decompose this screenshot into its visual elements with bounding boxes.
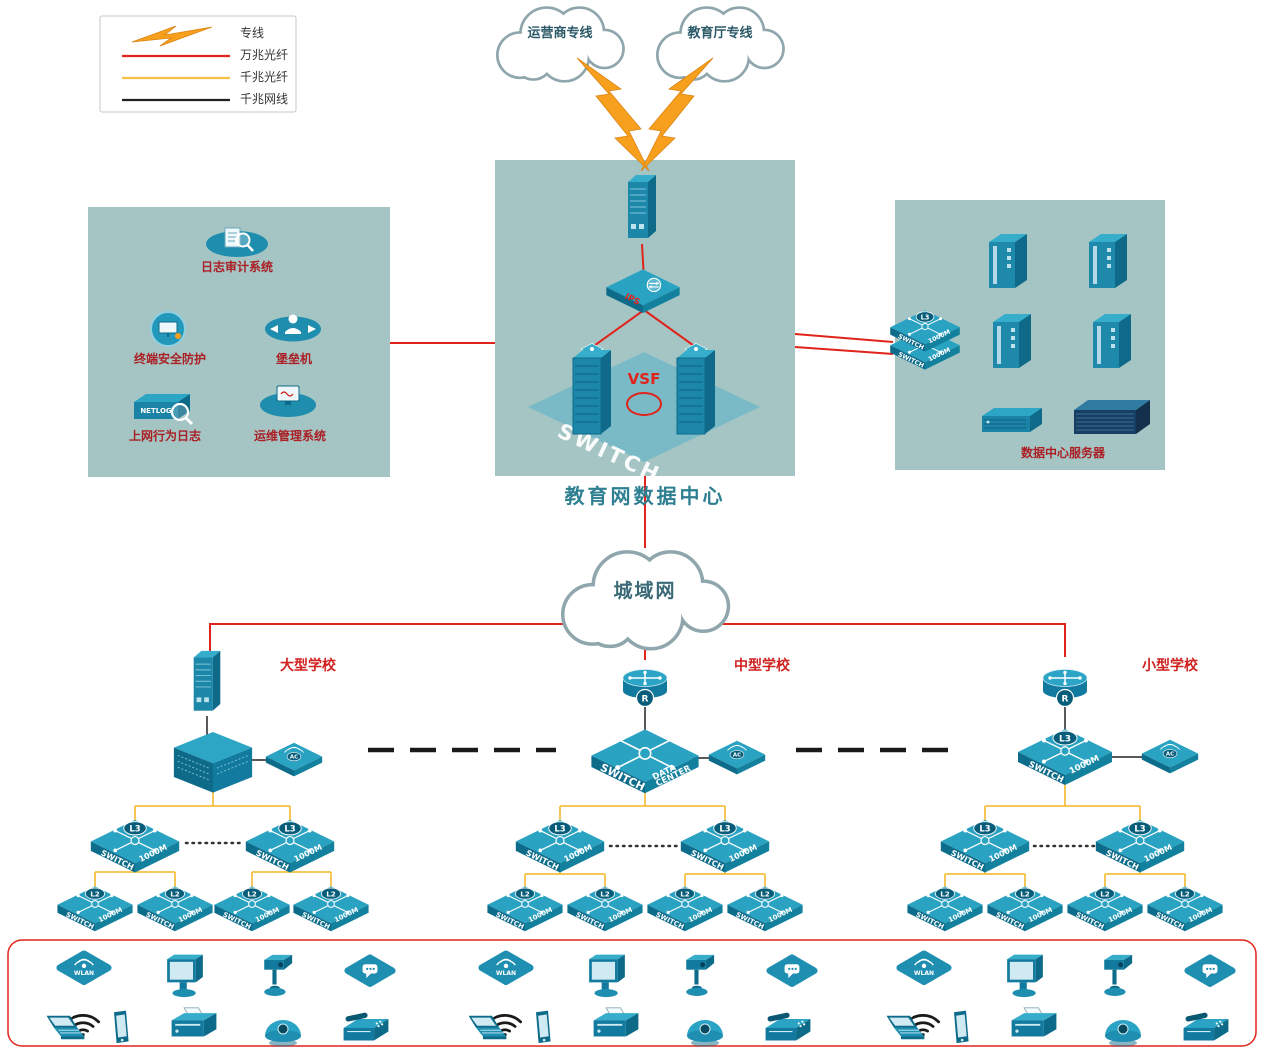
l2-switch (1066, 885, 1144, 932)
l2-switch (136, 885, 214, 932)
ops-management-icon (260, 385, 316, 417)
edu-cloud-label: 教育厅专线 (687, 26, 753, 41)
bastion-host-icon (265, 314, 321, 342)
legend-label-10g: 万兆光纤 (240, 48, 289, 62)
endpoint-protection-icon (150, 311, 186, 347)
l2-switch (646, 885, 724, 932)
server-zone-label: 数据中心服务器 (1020, 446, 1105, 460)
vsf-label: VSF (628, 370, 661, 388)
large-school-core (173, 731, 253, 794)
netlog-label: 上网行为日志 (128, 429, 201, 443)
lightning-edu (640, 57, 714, 172)
l3-ellipsis-dots (184, 841, 1096, 848)
l2-switch (292, 885, 370, 932)
rack-device (981, 407, 1043, 433)
large-school-ac (265, 742, 323, 777)
netlog-icon: NETLOG (134, 394, 194, 426)
server-cabinet (1089, 234, 1127, 288)
small-school-label: 小型学校 (1142, 658, 1198, 674)
log-audit-icon (206, 227, 268, 257)
firewall-gateway (627, 174, 657, 239)
legend-lightning-icon (131, 25, 213, 47)
l2-switch (486, 885, 564, 932)
edu-cloud (659, 9, 783, 80)
l3-switch (245, 819, 335, 874)
medium-school-core (590, 728, 700, 795)
ops-label: 运维管理系统 (253, 429, 326, 443)
isp-cloud (499, 9, 623, 80)
small-school-core (1017, 728, 1113, 786)
legend-label-1g-fiber: 千兆光纤 (240, 70, 289, 84)
l3-switch (515, 819, 605, 874)
server-cabinet (989, 234, 1027, 288)
core-rack (1073, 399, 1151, 435)
small-school-ac (1141, 739, 1199, 774)
legend-label-1g-cable: 千兆网线 (240, 92, 289, 106)
core-server-1 (572, 343, 612, 435)
log-audit-label: 日志审计系统 (200, 260, 273, 274)
l2-switch (1146, 885, 1224, 932)
l2-switch (986, 885, 1064, 932)
l2-switch (213, 885, 291, 932)
large-school-gateway (193, 650, 221, 712)
l2-switch (726, 885, 804, 932)
l3-switch (90, 819, 180, 874)
core-server-2 (676, 343, 716, 435)
lightning-isp (576, 57, 650, 172)
l3-switch (680, 819, 770, 874)
small-school-router (1042, 668, 1088, 708)
server-cabinet (1093, 314, 1131, 368)
legend-label-dedicated: 专线 (240, 26, 265, 40)
medium-school-ac (708, 740, 766, 775)
medium-school-router (622, 668, 668, 708)
medium-school-label: 中型学校 (734, 658, 790, 674)
endpoint-label: 终端安全防护 (133, 352, 206, 366)
l3-switch (940, 819, 1030, 874)
l3-switch (1095, 819, 1185, 874)
netlog-badge: NETLOG (140, 407, 172, 415)
large-school-label: 大型学校 (280, 658, 336, 674)
l2-switch (566, 885, 644, 932)
l2-switch (56, 885, 134, 932)
server-cabinet (993, 314, 1031, 368)
vsf-ring (626, 392, 662, 416)
man-cloud-label: 城域网 (613, 580, 677, 602)
datacenter-title: 教育网数据中心 (564, 484, 726, 508)
isp-cloud-label: 运营商专线 (527, 26, 593, 41)
legend (99, 15, 297, 113)
l2-switch (906, 885, 984, 932)
bastion-label: 堡垒机 (275, 352, 312, 366)
